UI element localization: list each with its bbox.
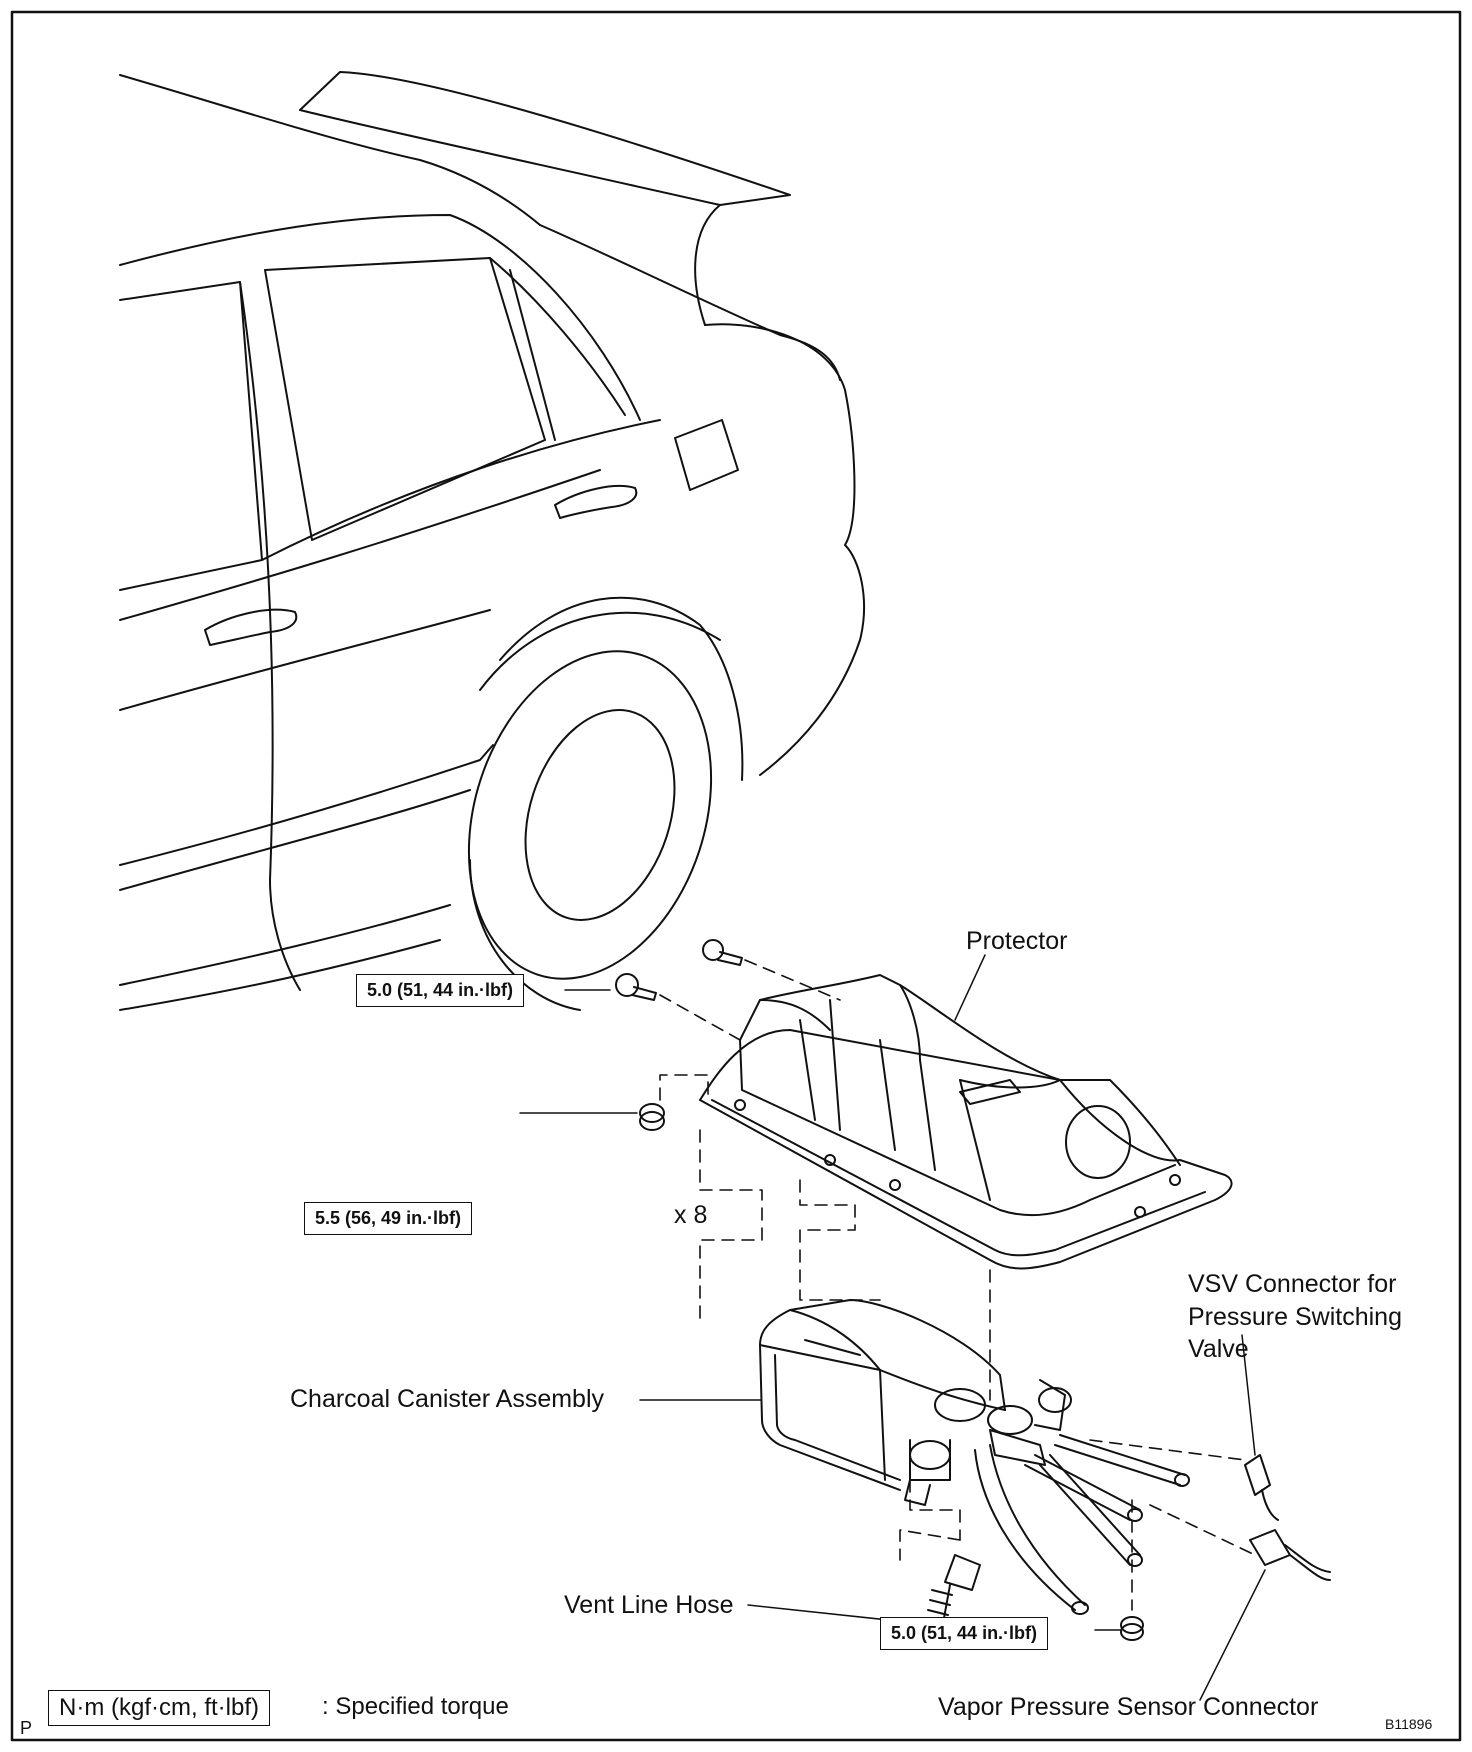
car-body-outline [119,71,866,1011]
bottom-nut-icon [1120,1616,1144,1641]
legend-torque-unit-box: N·m (kgf·cm, ft·lbf) [48,1690,270,1726]
vapor-sensor-connector-label: Vapor Pressure Sensor Connector [938,1693,1319,1721]
charcoal-canister-label: Charcoal Canister Assembly [290,1385,605,1413]
protector-label: Protector [966,927,1068,955]
flange-nut-icon [639,1103,665,1131]
vent-line-hose [923,1554,981,1641]
figure-code: B11896 [1385,1716,1433,1732]
torque-spec-top-bolt: 5.0 (51, 44 in.·lbf) [356,974,525,1007]
torque-spec-bottom-nut: 5.0 (51, 44 in.·lbf) [880,1617,1049,1650]
nut-count-label: x 8 [674,1201,708,1229]
torque-bolt-icon [615,973,657,1001]
vent-line-hose-label: Vent Line Hose [564,1591,734,1619]
protector-shield [699,974,1233,1270]
legend-prefix: P [20,1718,33,1738]
leader-lines [519,954,1266,1701]
diagram-frame [10,10,1462,1742]
vsv-connector [1244,1454,1279,1521]
charcoal-canister-body [759,1299,1190,1615]
vapor-sensor-connector [1249,1529,1331,1581]
installation-guide-lines [659,959,1256,1611]
torque-spec-nuts: 5.5 (56, 49 in.·lbf) [304,1202,473,1235]
upper-bolt-icon [702,939,743,966]
legend-text: : Specified torque [322,1693,509,1720]
vsv-connector-label: VSV Connector for Pressure Switching Val… [1188,1270,1402,1363]
